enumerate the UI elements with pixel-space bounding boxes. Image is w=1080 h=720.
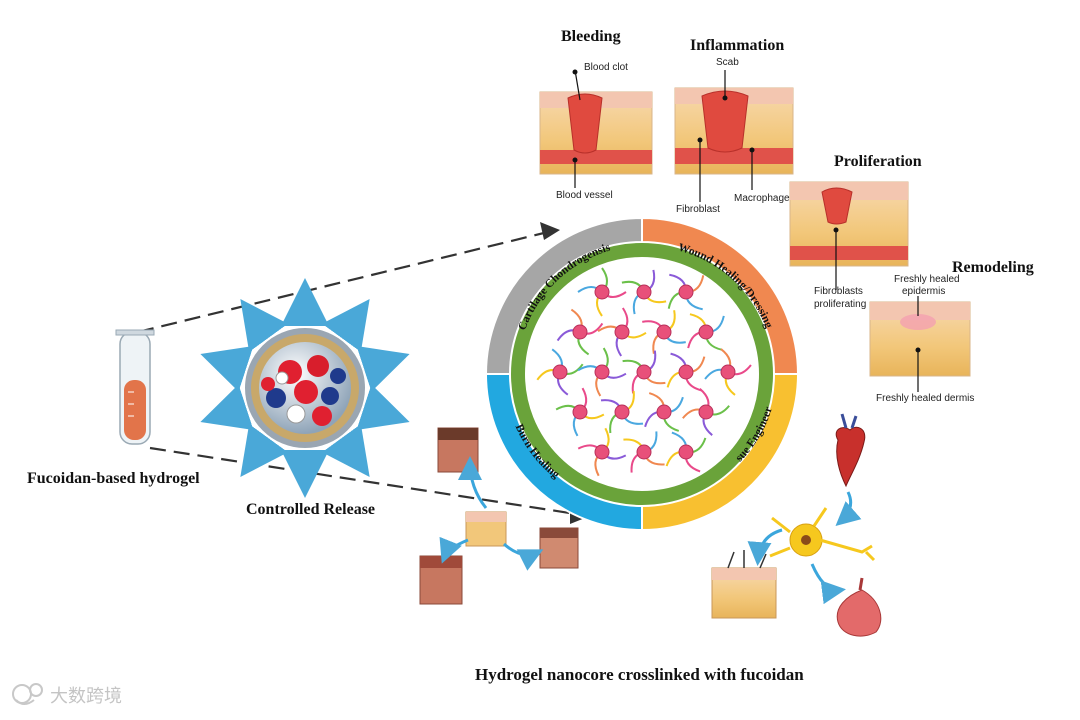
tissue-engineering-icons bbox=[711, 413, 882, 637]
stage-block-proliferation bbox=[789, 181, 909, 290]
application-ring bbox=[484, 216, 800, 532]
stage-block-remodeling bbox=[869, 296, 971, 392]
stage-block-bleeding bbox=[539, 69, 653, 188]
stage-title-remodeling: Remodeling bbox=[952, 259, 1034, 276]
network-node bbox=[666, 352, 706, 392]
label-epidermis: epidermis bbox=[902, 286, 946, 297]
release-arrows bbox=[200, 278, 410, 498]
burn-skin-blocks bbox=[419, 427, 579, 605]
network-node bbox=[622, 350, 666, 394]
release-arrow bbox=[322, 424, 370, 477]
network-node bbox=[623, 431, 665, 473]
release-arrow bbox=[322, 299, 370, 352]
network-node bbox=[667, 273, 705, 311]
network-node bbox=[600, 390, 644, 434]
neuron-icon bbox=[769, 507, 876, 562]
stage-title-inflammation: Inflammation bbox=[690, 37, 785, 54]
network-node bbox=[556, 308, 604, 356]
burn-block-center bbox=[465, 511, 507, 547]
network-node bbox=[665, 431, 707, 473]
network-node bbox=[687, 313, 725, 351]
stage-title-bleeding: Bleeding bbox=[561, 28, 621, 45]
release-arrow bbox=[200, 384, 254, 430]
heart-icon bbox=[835, 413, 866, 488]
label-fibroblast: Fibroblast bbox=[676, 204, 720, 215]
green-inner-band bbox=[511, 243, 773, 505]
network-node bbox=[597, 307, 647, 357]
projection-lines bbox=[137, 230, 577, 516]
network-node bbox=[577, 427, 627, 477]
network-node bbox=[642, 310, 686, 354]
projection-arrowhead-top bbox=[540, 222, 560, 240]
label-freshly-healed: Freshly healed bbox=[894, 274, 960, 285]
label-blood-clot: Blood clot bbox=[584, 62, 628, 73]
label-fibroblasts: Fibroblasts bbox=[814, 286, 863, 297]
network-node bbox=[536, 348, 584, 396]
bladder-icon bbox=[836, 577, 882, 637]
release-arrow bbox=[240, 299, 288, 352]
network-node bbox=[555, 387, 605, 437]
network-node bbox=[682, 388, 730, 436]
ring-segment-burn bbox=[484, 373, 643, 532]
network-node bbox=[577, 267, 627, 317]
release-arrow bbox=[200, 346, 254, 392]
label-controlled-release: Controlled Release bbox=[246, 501, 376, 518]
network-node bbox=[704, 348, 752, 396]
network-node bbox=[577, 347, 627, 397]
stage-block-inflammation bbox=[674, 70, 794, 202]
burn-block-left bbox=[419, 555, 463, 605]
label-freshly-healed-dermis: Freshly healed dermis bbox=[876, 393, 975, 404]
network-node bbox=[644, 392, 684, 432]
nanoparticle bbox=[245, 328, 365, 448]
label-nanocore: Hydrogel nanocore crosslinked with fucoi… bbox=[475, 665, 804, 684]
fucoidan-network bbox=[536, 267, 752, 477]
stage-title-proliferation: Proliferation bbox=[834, 153, 922, 170]
burn-block-right bbox=[539, 527, 579, 569]
label-proliferating: proliferating bbox=[814, 299, 867, 310]
release-arrow bbox=[356, 346, 410, 392]
watermark-text: 大数跨境 bbox=[50, 686, 122, 706]
label-hydrogel: Fucoidan-based hydrogel bbox=[27, 470, 200, 487]
network-node bbox=[621, 269, 667, 315]
test-tube bbox=[115, 329, 155, 445]
burn-block-top bbox=[437, 427, 479, 473]
watermark-logo-icon bbox=[12, 683, 43, 705]
label-blood-vessel: Blood vessel bbox=[556, 190, 613, 201]
label-macrophage: Macrophage bbox=[734, 193, 790, 204]
release-arrow bbox=[240, 424, 288, 477]
release-arrow bbox=[356, 384, 410, 430]
label-scab: Scab bbox=[716, 57, 739, 68]
skin-block-icon bbox=[711, 550, 777, 619]
